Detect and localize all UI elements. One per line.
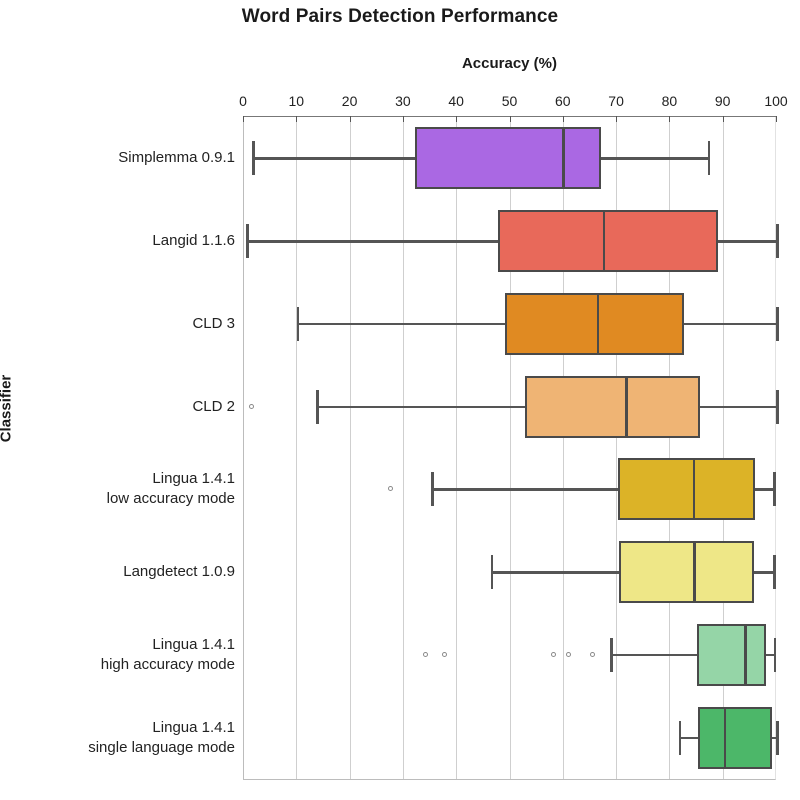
whisker-cap	[776, 306, 779, 341]
whisker-cap	[776, 389, 779, 424]
gridline	[296, 117, 297, 779]
whisker-line	[699, 405, 776, 409]
x-tick-label: 60	[555, 93, 571, 109]
x-tick	[616, 116, 617, 122]
outlier-point	[388, 486, 394, 492]
box-body[interactable]	[698, 706, 773, 769]
median-line	[723, 706, 727, 769]
whisker-line	[601, 157, 708, 160]
whisker-cap	[707, 141, 711, 176]
x-tick	[243, 116, 244, 122]
x-tick	[723, 116, 724, 122]
median-line	[693, 541, 696, 604]
whisker-line	[683, 322, 776, 326]
median-line	[562, 127, 565, 190]
x-tick-label: 20	[341, 93, 358, 109]
outlier-point	[566, 651, 572, 657]
x-tick	[456, 116, 457, 122]
y-category-label: Lingua 1.4.1 single language mode	[88, 718, 235, 756]
x-tick	[510, 116, 511, 122]
whisker-cap	[246, 224, 249, 259]
whisker-line	[772, 736, 776, 740]
whisker-line	[754, 488, 774, 491]
gridline	[403, 117, 404, 779]
chart-title: Word Pairs Detection Performance	[241, 6, 559, 27]
gridline	[616, 117, 617, 779]
x-tick-label: 0	[239, 93, 247, 109]
whisker-line	[754, 571, 774, 574]
whisker-cap	[252, 141, 255, 176]
whisker-cap	[678, 720, 682, 755]
y-category-label: Langid 1.1.6	[152, 232, 235, 250]
outlier-point	[590, 651, 596, 657]
y-category-label: Simplemma 0.9.1	[118, 149, 235, 167]
whisker-cap	[773, 555, 776, 590]
whisker-cap	[776, 224, 779, 259]
box-body[interactable]	[618, 458, 755, 521]
median-line	[625, 375, 628, 438]
outlier-point	[442, 651, 447, 657]
gridline	[510, 117, 511, 779]
x-tick	[669, 116, 670, 122]
median-line	[692, 458, 696, 521]
gridline	[563, 117, 564, 779]
outlier-point	[249, 403, 255, 409]
x-tick-label: 30	[395, 93, 411, 109]
whisker-line	[610, 653, 698, 657]
x-tick-label: 40	[448, 93, 464, 109]
x-tick-label: 50	[501, 93, 518, 109]
box-body[interactable]	[697, 623, 766, 686]
whisker-cap	[296, 306, 300, 341]
box-body[interactable]	[525, 375, 700, 438]
whisker-line	[431, 488, 619, 491]
whisker-line	[246, 240, 499, 243]
y-category-label: Langdetect 1.0.9	[123, 563, 235, 581]
x-tick-label: 100	[764, 93, 788, 109]
gridline	[723, 117, 724, 779]
x-tick	[296, 116, 297, 122]
whisker-cap	[776, 720, 779, 755]
x-tick-label: 70	[608, 93, 624, 109]
whisker-cap	[773, 472, 776, 507]
gridline	[669, 117, 670, 779]
y-category-label: Lingua 1.4.1 low accuracy mode	[106, 470, 235, 508]
median-line	[596, 292, 600, 355]
whisker-line	[717, 240, 776, 243]
whisker-line	[765, 653, 774, 657]
outlier-point	[550, 651, 556, 657]
whisker-line	[490, 571, 620, 574]
gridline	[456, 117, 457, 779]
x-tick	[350, 116, 351, 122]
x-tick-label: 10	[288, 93, 305, 109]
box-body[interactable]	[415, 127, 602, 190]
x-tick	[403, 116, 404, 122]
median-line	[744, 623, 747, 686]
outlier-point	[422, 651, 428, 657]
x-tick	[563, 116, 564, 122]
box-body[interactable]	[498, 210, 718, 273]
x-tick	[776, 116, 777, 122]
x-axis-label: Accuracy (%)	[461, 55, 558, 72]
whisker-cap	[431, 472, 434, 507]
y-category-label: CLD 3	[192, 314, 235, 332]
y-category-label: CLD 2	[192, 397, 235, 415]
whisker-cap	[490, 555, 494, 590]
box-body[interactable]	[619, 541, 755, 604]
x-tick-label: 80	[661, 93, 678, 109]
whisker-line	[252, 157, 416, 160]
median-line	[602, 210, 606, 273]
x-tick-label: 90	[714, 93, 731, 109]
y-category-label: Lingua 1.4.1 high accuracy mode	[100, 635, 235, 673]
whisker-cap	[316, 389, 319, 424]
whisker-cap	[610, 637, 613, 672]
whisker-line	[296, 322, 506, 326]
gridline	[350, 117, 351, 779]
whisker-line	[316, 405, 526, 409]
whisker-line	[678, 736, 699, 740]
whisker-cap	[773, 637, 777, 672]
box-body[interactable]	[505, 292, 684, 355]
y-axis-label: Classifier	[0, 374, 15, 443]
